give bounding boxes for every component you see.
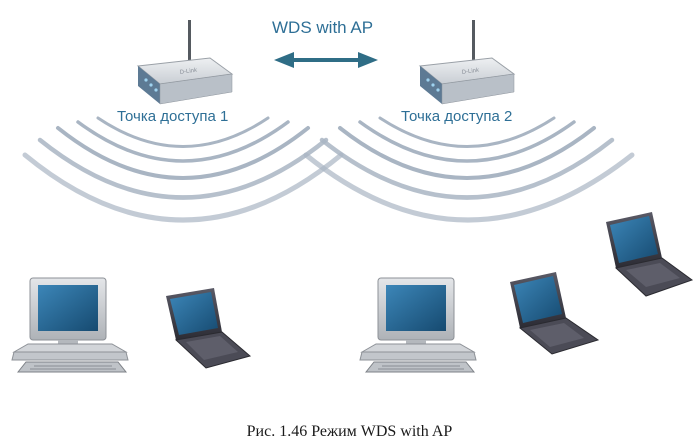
svg-text:D-Link: D-Link [179, 67, 198, 75]
svg-text:D-Link: D-Link [461, 67, 480, 75]
wave-group-ap2 [303, 116, 635, 223]
signal-wave [56, 126, 310, 180]
access-point-2-label: Точка доступа 2 [401, 108, 513, 125]
desktop-computer-icon [359, 277, 477, 373]
signal-wave [37, 137, 329, 200]
laptop-icon [606, 212, 694, 297]
signal-wave [96, 116, 270, 148]
signal-wave [22, 152, 344, 223]
diagram-title: WDS with AP [272, 18, 374, 37]
router-icon: D-Link [136, 20, 234, 105]
double-arrow-icon [274, 52, 378, 68]
laptop-icon [166, 288, 252, 369]
laptop-icon [510, 272, 600, 355]
signal-wave [338, 126, 596, 180]
signal-wave [358, 120, 576, 163]
signal-wave [319, 137, 615, 200]
desktop-computer-icon [11, 277, 129, 373]
router-icon: D-Link [418, 20, 516, 105]
signal-wave [76, 120, 290, 163]
access-point-1-label: Точка доступа 1 [117, 108, 229, 125]
signal-wave [303, 152, 635, 223]
wave-group-ap1 [22, 116, 344, 223]
figure-caption: Рис. 1.46 Режим WDS with AP [246, 423, 453, 440]
signal-wave [378, 116, 556, 148]
